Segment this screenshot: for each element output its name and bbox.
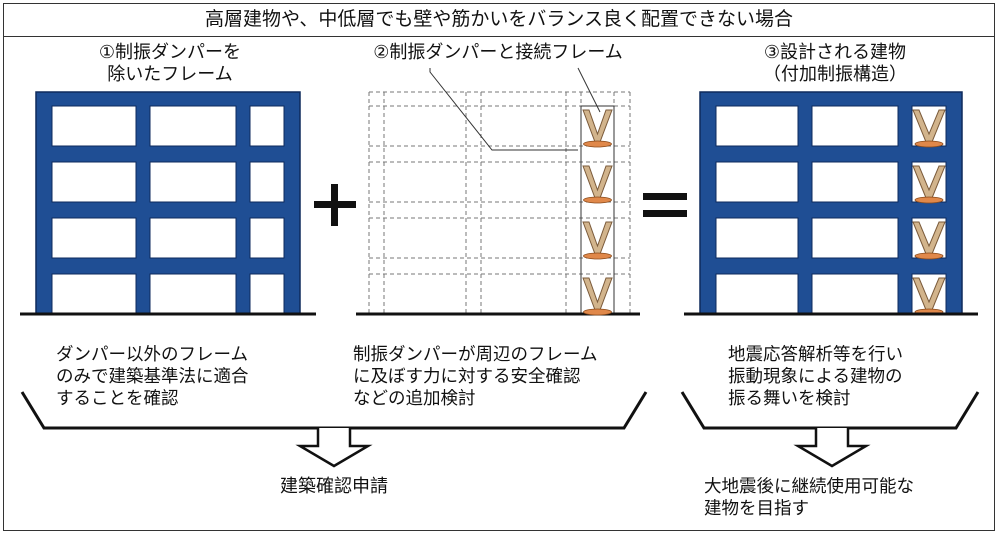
result-left: 建築確認申請 bbox=[280, 476, 388, 497]
panel1-desc-line1: ダンパー以外のフレーム bbox=[56, 345, 248, 365]
result-right-line1: 大地震後に継続使用可能な bbox=[704, 477, 914, 497]
panel2-desc-line2: に及ぼす力に対する安全確認 bbox=[353, 367, 581, 387]
panel2-desc-line1: 制振ダンパーが周辺のフレーム bbox=[353, 345, 598, 365]
title: 高層建物や、中低層でも壁や筋かいをバランス良く配置できない場合 bbox=[3, 3, 995, 37]
left-down-arrow bbox=[295, 428, 373, 468]
panel1-label-line1: ①制振ダンパーを bbox=[98, 42, 242, 63]
plus-sign bbox=[314, 184, 356, 226]
panel3-desc-line1: 地震応答解析等を行い bbox=[728, 345, 903, 365]
designed-building bbox=[684, 91, 978, 316]
panel2-label: ②制振ダンパーと接続フレーム bbox=[373, 42, 623, 63]
equals-sign bbox=[643, 193, 687, 217]
damper-braces-panel2 bbox=[582, 109, 613, 316]
panel1-desc-line3: することを確認 bbox=[56, 389, 179, 409]
equals-operator: = bbox=[1, 0, 2, 1]
panel1-label-line2: 除いたフレーム bbox=[107, 64, 233, 85]
result-right-line2: 建物を目指す bbox=[704, 499, 809, 519]
frame-without-dampers bbox=[20, 91, 316, 316]
panel2-desc-line3: などの追加検討 bbox=[353, 389, 476, 409]
panel3-label-line2: （付加制振構造） bbox=[763, 64, 907, 85]
right-down-arrow bbox=[793, 428, 871, 468]
panel1-desc-line2: のみで建築基準法に適合 bbox=[56, 367, 249, 387]
panel3-desc-line2: 振動現象による建物の bbox=[728, 367, 903, 387]
panel3-label-line1: ③設計される建物 bbox=[763, 42, 907, 63]
outer-frame bbox=[3, 3, 995, 531]
panel3-desc-line3: 振る舞いを検討 bbox=[728, 389, 851, 409]
